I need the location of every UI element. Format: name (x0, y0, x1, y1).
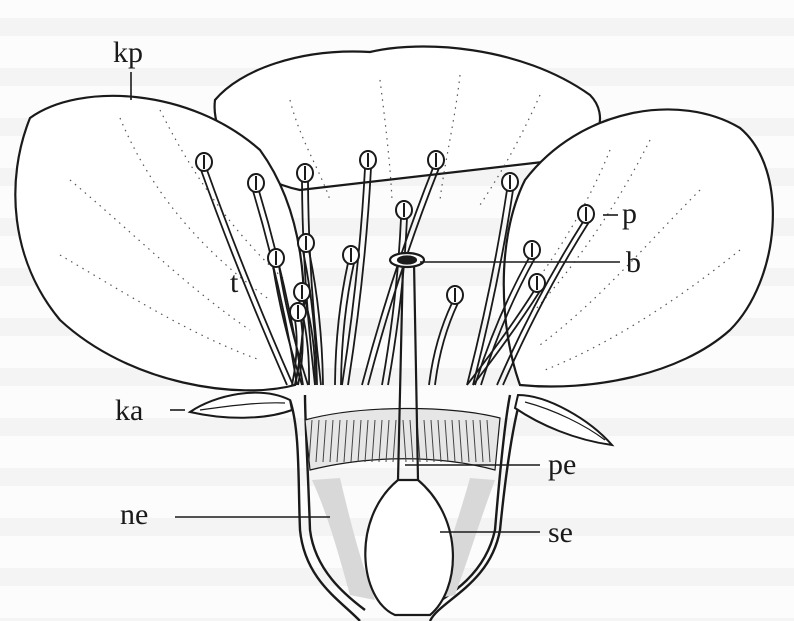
label-b: b (626, 246, 641, 279)
label-ne: ne (120, 498, 148, 531)
label-kp: kp (113, 36, 143, 69)
label-ka: ka (115, 394, 143, 427)
label-se: se (548, 516, 573, 549)
label-p: p (622, 197, 637, 230)
label-t: t (230, 266, 239, 299)
bleed-line (0, 368, 794, 386)
label-pe: pe (548, 448, 576, 481)
bleed-line (0, 18, 794, 36)
